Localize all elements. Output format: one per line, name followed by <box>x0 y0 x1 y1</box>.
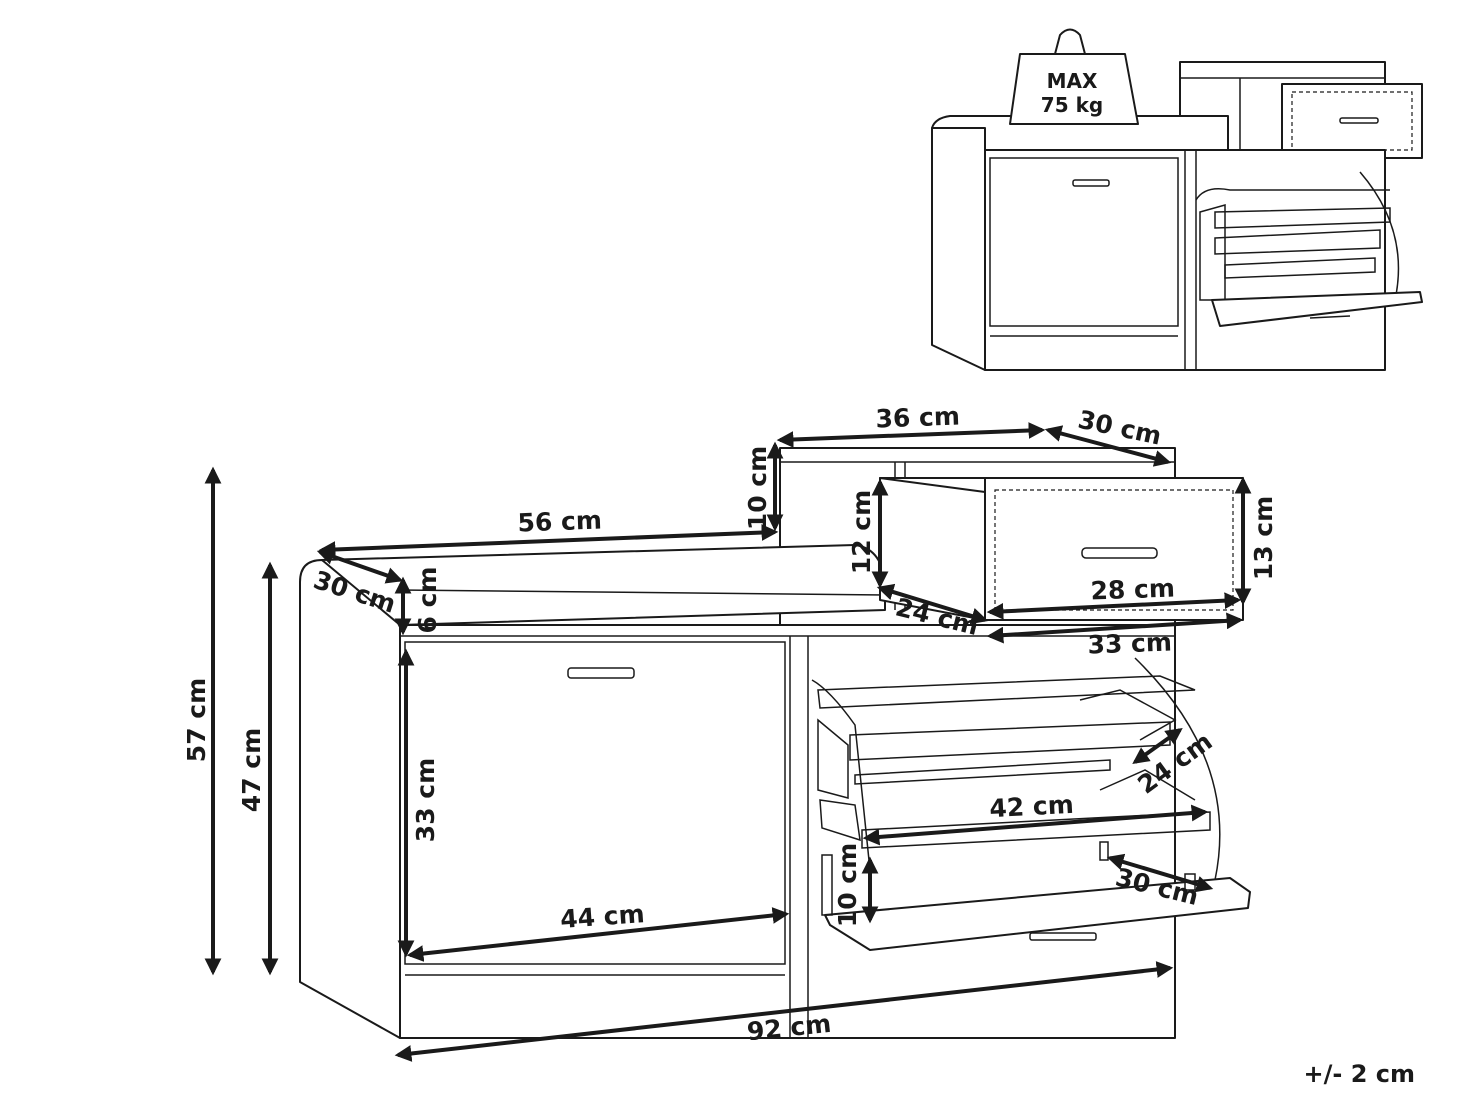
label-seat-height: 47 cm <box>237 728 266 812</box>
label-shoe-tray-width: 42 cm <box>989 790 1075 823</box>
label-top-width: 36 cm <box>875 402 960 434</box>
weight-kg-label: 75 kg <box>1041 93 1103 117</box>
weight-max-label: MAX <box>1047 69 1098 93</box>
label-total-height: 57 cm <box>182 678 211 762</box>
label-top-height: 10 cm <box>743 446 772 530</box>
label-drawer-front-width: 33 cm <box>1087 628 1172 660</box>
dimension-labels: 57 cm 47 cm 36 cm 30 cm 10 cm 56 cm 30 c… <box>182 402 1415 1088</box>
label-shoe-tray-height: 10 cm <box>833 843 862 927</box>
label-top-depth: 30 cm <box>1075 405 1164 451</box>
label-drawer-inner-width: 28 cm <box>1090 574 1175 606</box>
label-drawer-front-height: 13 cm <box>1249 496 1278 580</box>
tolerance-label: +/- 2 cm <box>1304 1060 1415 1088</box>
thumbnail-cabinet: MAX 75 kg <box>931 28 1423 371</box>
label-cushion-height: 6 cm <box>413 567 442 634</box>
label-seat-width: 56 cm <box>517 506 602 538</box>
dimension-lines <box>204 422 1252 1062</box>
label-door-width: 44 cm <box>559 899 645 934</box>
label-door-height: 33 cm <box>411 758 440 842</box>
label-drawer-inner-height: 12 cm <box>847 490 876 574</box>
